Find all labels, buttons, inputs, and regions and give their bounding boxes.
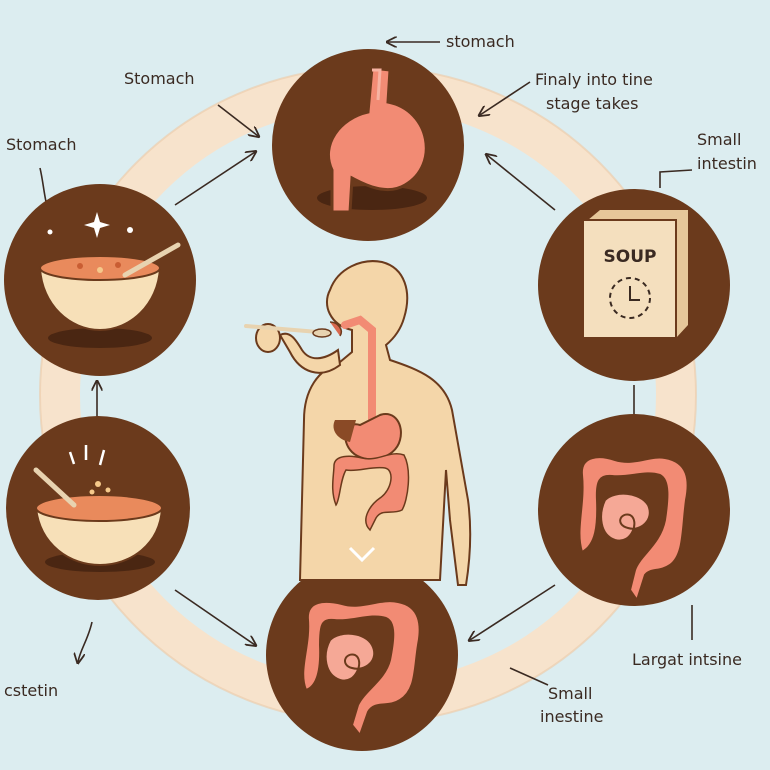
stage-large-intestine (538, 414, 730, 606)
arrow-bowl2-to-intestines (174, 589, 255, 645)
label-final-stage-line1: Finaly into tine (535, 70, 653, 89)
label-left-stomach: Stomach (6, 135, 77, 154)
intestines-icon (578, 456, 689, 603)
arrow-box-to-stomach (487, 155, 556, 211)
soup-box-label: SOUP (604, 247, 657, 267)
label-small-inestine-line1: Small (548, 684, 593, 703)
label-small-intestin-line1: Small (697, 130, 742, 149)
stage-small-intestine (266, 559, 458, 751)
pointer-final-stage (480, 81, 531, 115)
label-cstetin: cstetin (4, 681, 59, 700)
soup-bowl-icon (33, 467, 164, 567)
pointer-cstetin (78, 621, 93, 662)
pointer-small-intestin (659, 169, 693, 188)
soup-bowl-icon (38, 242, 181, 332)
human-figure-icon (244, 260, 472, 586)
arrow-bowl-to-stomach (174, 152, 255, 206)
pointer-small-bottom (509, 667, 549, 686)
label-small-intestin-line2: intestin (697, 154, 757, 173)
label-final-stage-line2: stage takes (546, 94, 639, 113)
stage-soup-bowl (4, 184, 196, 376)
stage-soup-bowl-2 (6, 416, 190, 600)
label-top-stomach: stomach (446, 32, 515, 51)
label-top-left-stomach: Stomach (124, 69, 195, 88)
label-small-inestine-line2: inestine (540, 707, 604, 726)
soup-box-clock-icon: SOUP (582, 210, 688, 339)
stomach-icon (326, 66, 428, 214)
arrow-large-to-small (470, 584, 556, 640)
stage-stomach (272, 49, 464, 241)
intestines-icon (302, 600, 421, 738)
stage-soup-box: SOUP (538, 189, 730, 381)
pointer-top-left-stomach (217, 104, 258, 136)
label-largat-intsine: Largat intsine (632, 650, 742, 669)
